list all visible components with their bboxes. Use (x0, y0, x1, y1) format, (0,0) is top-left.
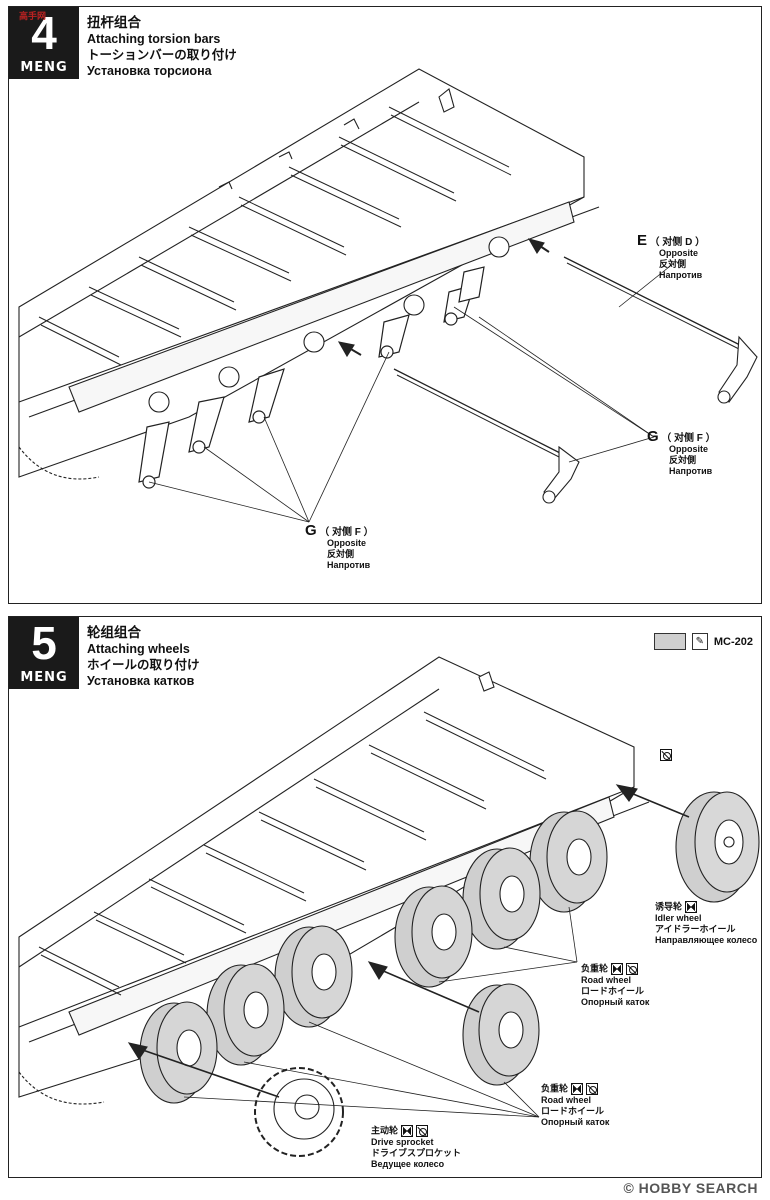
brand-logo: MENG (20, 670, 68, 685)
step-5-panel: 5 MENG 轮组组合 Attaching wheels ホイールの取り付け У… (8, 616, 762, 1178)
brand-logo: MENG (20, 60, 68, 75)
brush-icon: ✎ (691, 633, 708, 650)
no-glue-icon (660, 749, 672, 761)
hull-torsion-drawing (18, 68, 758, 523)
bowtie-icon (571, 1083, 584, 1095)
no-glue-icon-top (657, 749, 672, 761)
road-wheel-label-lower: 负重轮 Road wheel ロードホイール Опорный каток (541, 1083, 610, 1127)
step-badge: 5 MENG (9, 617, 79, 689)
paint-code: MC-202 (713, 635, 753, 648)
hull-wheels-drawing (18, 656, 760, 1157)
no-glue-icon (586, 1083, 599, 1095)
watermark: 高手网 (19, 11, 47, 21)
road-wheel-label-upper: 负重轮 Road wheel ロードホイール Опорный каток (581, 963, 650, 1007)
step-title: 扭杆组合 Attaching torsion bars トーションバーの取り付け… (87, 15, 237, 78)
paint-callout: ✎ MC-202 (653, 633, 753, 650)
part-label-e: E （ 对侧 D ） Opposite 反対側 Напротив (637, 232, 706, 280)
part-label-g-right: G （ 对侧 F ） Opposite 反対側 Напротив (647, 428, 716, 476)
step-title: 轮组组合 Attaching wheels ホイールの取り付け Установк… (87, 625, 200, 688)
bowtie-icon (611, 963, 624, 975)
paint-swatch (653, 633, 686, 650)
bowtie-icon (685, 901, 698, 913)
step-badge: 4 MENG (9, 7, 79, 79)
part-label-g-bottom: G （ 对侧 F ） Opposite 反対側 Напротив (305, 522, 374, 570)
drive-sprocket-label: 主动轮 Drive sprocket ドライブスプロケット Ведущее ко… (371, 1125, 462, 1169)
step-4-panel: 4 MENG 高手网 扭杆组合 Attaching torsion bars ト… (8, 6, 762, 604)
bowtie-icon (401, 1125, 414, 1137)
step-number: 4 (31, 7, 57, 59)
no-glue-icon (416, 1125, 429, 1137)
idler-wheel-label: 诱导轮 Idler wheel アイドラーホイール Направляющее к… (655, 901, 758, 945)
step-number: 5 (31, 617, 57, 669)
no-glue-icon (626, 963, 639, 975)
footer-watermark: © HOBBY SEARCH (623, 1180, 758, 1196)
